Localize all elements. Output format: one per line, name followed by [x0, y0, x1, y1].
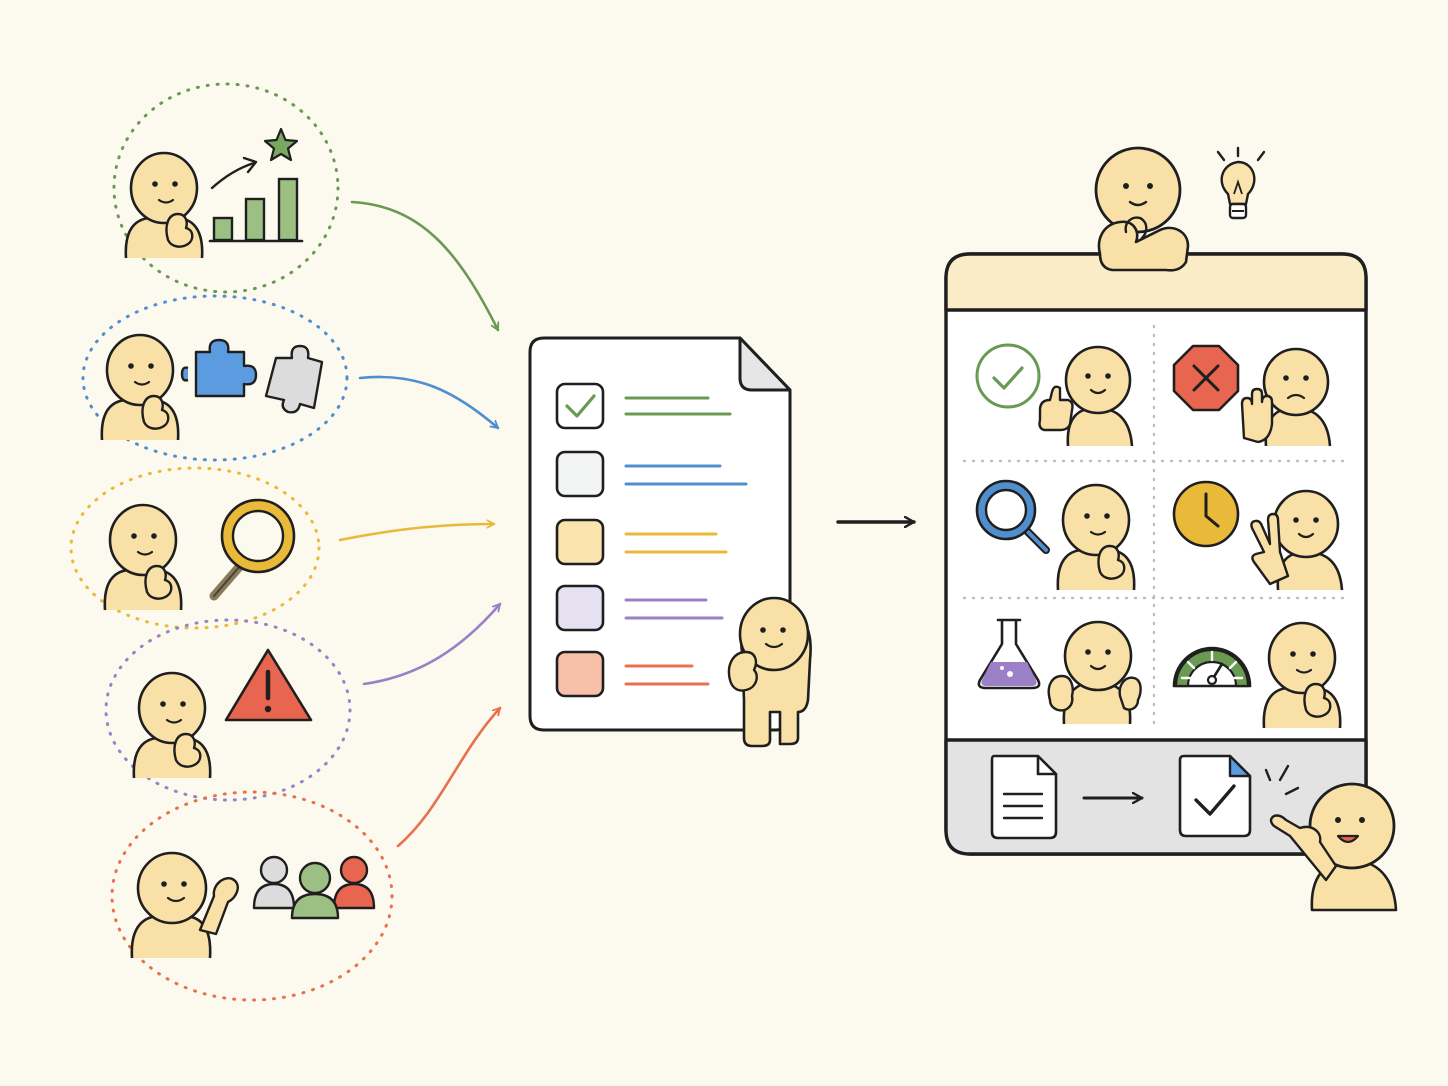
hands-person — [1047, 620, 1142, 725]
check-icon — [565, 394, 596, 418]
thinking-person — [100, 333, 180, 442]
thinking-person — [1056, 483, 1136, 592]
input-bubble-puzzle — [81, 294, 349, 462]
checkbox-checked — [555, 382, 605, 430]
panel-cell-review — [975, 479, 1136, 592]
checkbox — [555, 450, 605, 498]
clock-icon — [1172, 480, 1240, 548]
thinking-person — [132, 671, 212, 780]
panel-cell-timing — [1172, 480, 1344, 591]
panel-grid — [962, 324, 1348, 732]
document-check-icon — [1178, 754, 1252, 838]
panel-footer-flow — [990, 754, 1252, 840]
checkbox — [555, 584, 605, 632]
puzzle-pieces-icon — [180, 338, 324, 414]
input-bubble-team — [110, 790, 394, 1002]
checklist-row — [555, 584, 724, 632]
panel-cell-rejected — [1172, 344, 1332, 447]
peace-hand-icon — [1250, 512, 1290, 586]
lightbulb-icon — [1216, 146, 1266, 220]
magnifier-icon — [209, 498, 296, 601]
thinking-person — [1262, 621, 1342, 730]
gauge-icon — [1172, 646, 1252, 688]
flask-icon — [977, 618, 1041, 690]
stop-x-icon — [1172, 344, 1240, 412]
input-bubbles — [69, 82, 394, 1002]
checkbox — [555, 518, 605, 566]
checklist-row — [555, 518, 728, 566]
arrow-search — [338, 524, 496, 542]
pointing-person — [1264, 764, 1398, 912]
checklist-document — [528, 336, 812, 748]
warning-icon — [224, 648, 313, 722]
approved-check-icon — [975, 343, 1041, 409]
panel-header — [944, 252, 1368, 312]
thumbs-up-icon — [1038, 385, 1074, 432]
arrow-progress — [350, 200, 500, 332]
thinking-person — [103, 503, 183, 612]
peeking-person — [1094, 146, 1190, 272]
input-arrows — [338, 200, 502, 848]
panel-cell-performance — [1172, 621, 1342, 730]
checklist-row — [555, 382, 732, 430]
peace-sign-person — [1250, 489, 1344, 591]
hand-up-person — [1240, 347, 1332, 447]
progress-chart-icon — [208, 127, 304, 243]
input-bubble-search — [69, 466, 321, 630]
thinking-person — [124, 151, 204, 260]
waving-person — [130, 851, 239, 959]
evaluation-panel — [944, 146, 1398, 912]
arrow-team — [396, 706, 502, 848]
panel-cell-experiment — [977, 618, 1142, 725]
magnifier-icon — [975, 479, 1050, 554]
checklist-row — [555, 650, 710, 698]
checklist-row — [555, 450, 748, 498]
arrow-puzzle — [358, 375, 500, 430]
panel-cell-approved — [975, 343, 1134, 447]
emphasis-marks — [1264, 764, 1300, 796]
thumbs-up-person — [1038, 345, 1134, 447]
arrow-risk — [362, 602, 502, 686]
raised-hand-icon — [1240, 387, 1274, 444]
input-bubble-progress — [112, 82, 340, 294]
checkbox — [555, 650, 605, 698]
standing-person — [727, 596, 812, 748]
team-people-icon — [252, 855, 376, 920]
document-icon — [990, 754, 1058, 840]
input-bubble-risk — [104, 618, 352, 802]
